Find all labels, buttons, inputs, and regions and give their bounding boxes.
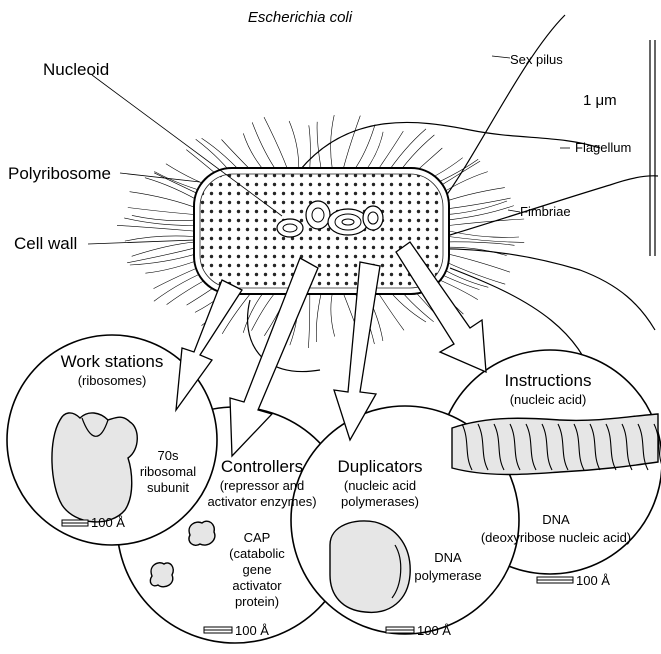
micron-scale-bar <box>650 40 655 256</box>
label-polyribosome: Polyribosome <box>8 164 111 183</box>
fimbria-hair <box>252 122 277 171</box>
controllers-subtitle-1: (repressor and <box>220 478 305 493</box>
work-stations-title: Work stations <box>61 352 164 371</box>
fimbria-hair <box>449 219 525 226</box>
fimbria-hair <box>316 294 321 342</box>
duplicators-caption-2: polymerase <box>414 568 481 583</box>
fimbria-hair <box>331 294 335 337</box>
controllers-caption-4: activator <box>232 578 282 593</box>
controllers-scale: 100 Å <box>235 623 269 638</box>
instructions-title: Instructions <box>505 371 592 390</box>
instructions-caption-1: DNA <box>542 512 570 527</box>
duplicators-scale: 100 Å <box>417 623 451 638</box>
fimbria-hair <box>309 125 311 168</box>
duplicators-scale-bar <box>386 627 414 633</box>
fimbria-hair <box>441 198 510 209</box>
fimbria-hair <box>289 121 299 169</box>
fimbria-hair <box>132 242 195 256</box>
instructions-subtitle: (nucleic acid) <box>510 392 587 407</box>
work-stations-caption-3: subunit <box>147 480 189 495</box>
ribosome-image <box>52 413 137 522</box>
fimbria-hair <box>343 116 360 169</box>
fimbria-hair <box>128 208 198 215</box>
work-stations-caption-1: 70s <box>158 448 179 463</box>
scale-label: 1 μm <box>583 92 617 109</box>
fimbria-hair <box>308 294 309 348</box>
fimbria-hair <box>127 247 197 262</box>
controllers-caption-5: protein) <box>235 594 279 609</box>
label-cell-wall: Cell wall <box>14 234 77 253</box>
instructions-scale-bar <box>537 577 573 583</box>
duplicators-title: Duplicators <box>337 457 422 476</box>
controllers-caption-2: (catabolic <box>229 546 285 561</box>
controllers-caption-1: CAP <box>244 530 271 545</box>
fimbria-hair <box>317 122 321 168</box>
fimbria-hair <box>117 225 193 231</box>
controllers-scale-bar <box>204 627 232 633</box>
fimbria-hair <box>130 192 201 210</box>
work-stations-scale-bar <box>62 520 88 526</box>
instructions-scale: 100 Å <box>576 573 610 588</box>
title: Escherichia coli <box>248 9 353 26</box>
controllers-caption-3: gene <box>243 562 272 577</box>
duplicators-caption-1: DNA <box>434 550 462 565</box>
duplicators-subtitle-1: (nucleic acid <box>344 478 416 493</box>
fimbria-hair <box>354 124 375 170</box>
label-flagellum: Flagellum <box>575 140 631 155</box>
label-fimbriae: Fimbriae <box>520 204 571 219</box>
work-stations-subtitle: (ribosomes) <box>78 373 147 388</box>
fimbria-hair <box>252 290 278 330</box>
dna-helix-image <box>452 414 661 475</box>
fimbria-hair <box>124 218 193 226</box>
fimbria-hair <box>264 117 288 170</box>
fimbria-hair <box>447 242 514 245</box>
duplicators-subtitle-2: polymerases) <box>341 494 419 509</box>
arrow-to-work-stations <box>176 280 242 410</box>
fimbria-hair <box>132 215 195 220</box>
work-stations-caption-2: ribosomal <box>140 464 196 479</box>
controllers-title: Controllers <box>221 457 303 476</box>
controllers-subtitle-2: activator enzymes) <box>207 494 316 509</box>
label-sex-pilus: Sex pilus <box>510 52 563 67</box>
label-nucleoid: Nucleoid <box>43 60 109 79</box>
work-stations-scale: 100 Å <box>91 515 125 530</box>
instructions-caption-2: (deoxyribose nucleic acid) <box>481 530 631 545</box>
